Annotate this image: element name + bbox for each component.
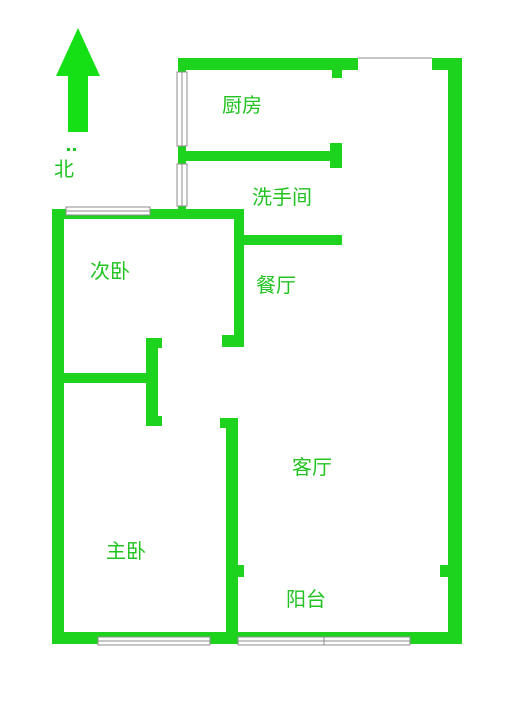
room-label-kitchen: 厨房 — [222, 93, 262, 117]
room-label-balcony: 阳台 — [286, 587, 326, 611]
room-label-bathroom: 洗手间 — [252, 185, 312, 209]
room-label-dining: 餐厅 — [256, 273, 296, 297]
windows — [65, 57, 432, 646]
room-label-living: 客厅 — [292, 455, 332, 479]
room-label-master-bedroom: 主卧 — [106, 539, 146, 563]
north-label: 北 — [54, 157, 74, 181]
north-arrow-icon — [56, 28, 100, 151]
room-label-second-bedroom: 次卧 — [90, 259, 130, 283]
